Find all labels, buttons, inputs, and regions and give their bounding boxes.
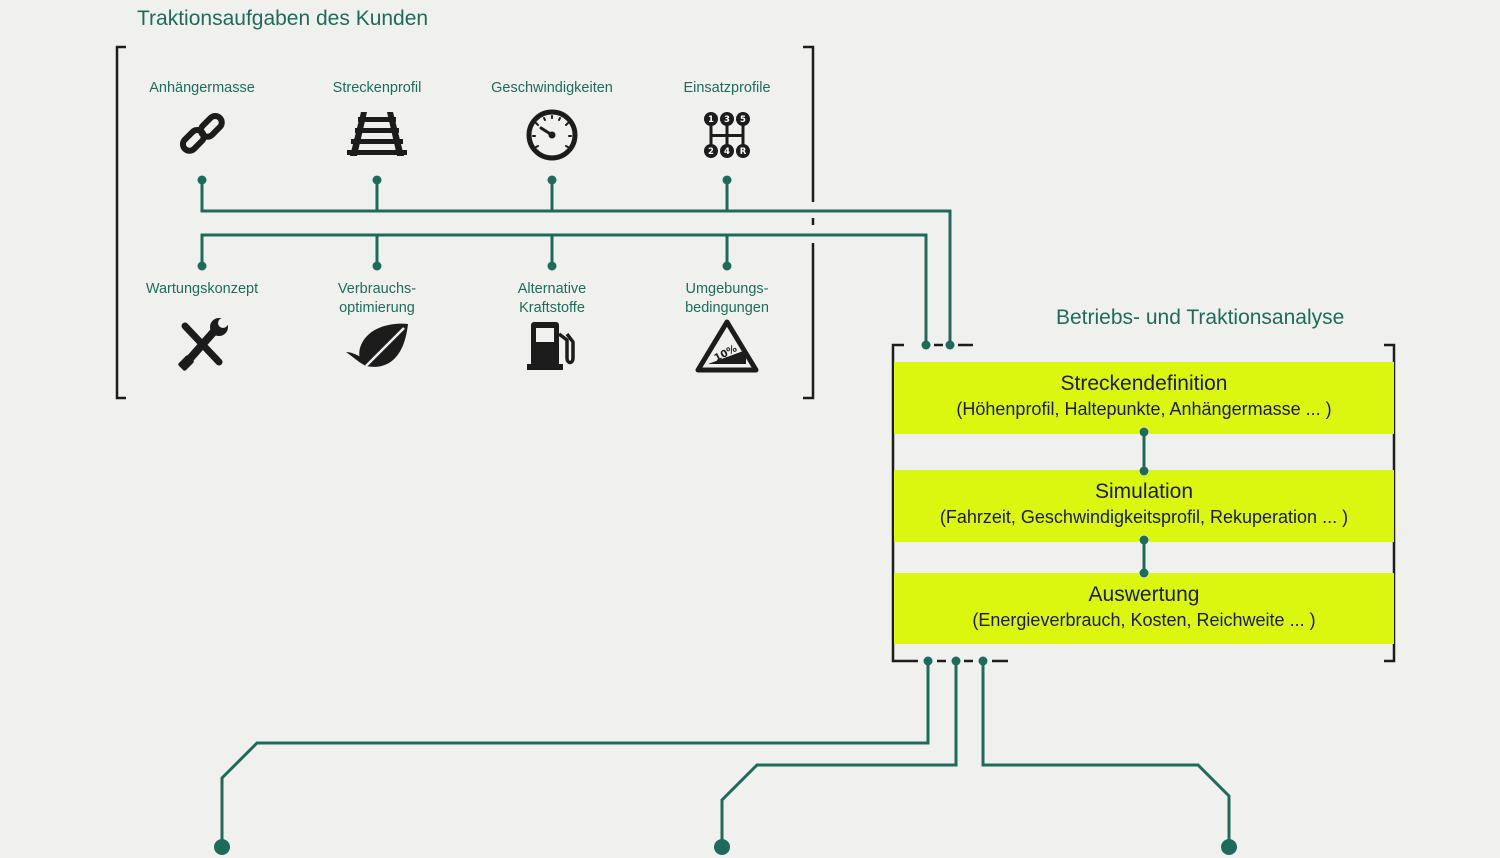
chain-link-icon [167, 106, 237, 162]
task-label-verbrauchsoptimierung: Verbrauchs- optimierung [337, 281, 417, 316]
tasks-bracket-right [803, 45, 815, 400]
gradient-warning-sign-icon: 10% [692, 318, 762, 374]
output-connectors [220, 661, 1231, 847]
gear-label-4: 4 [724, 147, 730, 157]
step-title: Auswertung [1088, 583, 1200, 606]
tasks-bracket-left [115, 45, 126, 400]
step-detail: (Höhenprofil, Haltepunkte, Anhängermasse… [956, 399, 1332, 419]
wrench-screwdriver-icon [167, 318, 237, 374]
gear-label-3: 3 [724, 115, 730, 125]
task-label-geschwindigkeiten: Geschwindigkeiten [491, 80, 613, 96]
task-label-umgebungsbedingungen: Umgebungs- bedingungen [685, 281, 769, 316]
gear-label-5: 5 [740, 115, 746, 125]
step-detail: (Fahrzeit, Geschwindigkeitsprofil, Rekup… [939, 507, 1349, 527]
top-row-connector [200, 180, 952, 345]
task-connector-dots [197, 175, 732, 271]
step-detail: (Energieverbrauch, Kosten, Reichweite ..… [972, 610, 1316, 630]
speedometer-icon [517, 106, 587, 162]
task-label-streckenprofil: Streckenprofil [332, 80, 422, 96]
step-simulation: Simulation (Fahrzeit, Geschwindigkeitspr… [894, 470, 1394, 542]
analysis-frame-dashes [934, 343, 1008, 663]
task-label-anhaengermasse: Anhängermasse [149, 80, 255, 96]
bottom-row-connector [200, 233, 928, 345]
gear-shift-pattern-icon: 1 3 5 2 4 R [692, 106, 762, 162]
gear-label-r: R [740, 147, 747, 157]
step-streckendefinition: Streckendefinition (Höhenprofil, Haltepu… [894, 362, 1394, 434]
analysis-frame-right [1384, 343, 1396, 663]
step-title: Simulation [1094, 480, 1194, 503]
gear-label-2: 2 [708, 147, 714, 157]
railway-track-icon [342, 106, 412, 162]
step-title: Streckendefinition [1060, 372, 1228, 395]
analysis-input-dots [921, 340, 955, 350]
customer-tasks-title: Traktionsaufgaben des Kunden [137, 7, 429, 30]
output-dots [214, 656, 1237, 855]
leaf-icon [342, 318, 412, 374]
analysis-frame-left [891, 343, 918, 663]
task-label-einsatzprofile: Einsatzprofile [683, 80, 771, 96]
step-auswertung: Auswertung (Energieverbrauch, Kosten, Re… [894, 573, 1394, 644]
task-label-alternative-kraftstoffe: Alternative Kraftstoffe [517, 281, 587, 316]
analysis-title: Betriebs- und Traktionsanalyse [1056, 306, 1345, 329]
task-label-wartungskonzept: Wartungskonzept [145, 281, 259, 297]
fuel-pump-icon [517, 318, 587, 374]
gear-label-1: 1 [708, 115, 714, 125]
